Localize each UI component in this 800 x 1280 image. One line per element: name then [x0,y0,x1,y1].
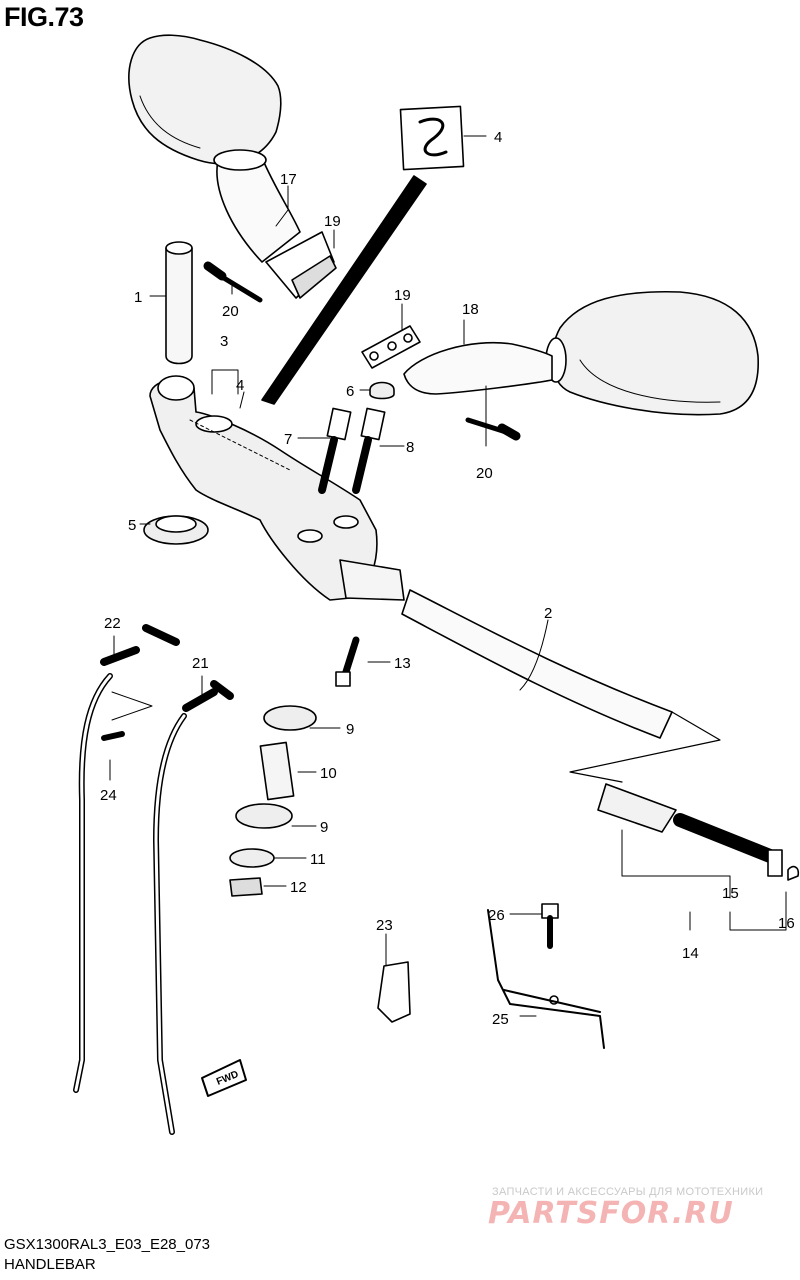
callout-9b: 9 [320,819,328,836]
rubber-9-upper [263,705,317,731]
balancer-weight-part [597,783,800,881]
leader-lines [109,135,787,1017]
diagram-code: GSX1300RAL3_E03_E28_073 [4,1236,211,1253]
handlebar-tube-part [339,559,721,783]
bolt-26-part [541,903,559,949]
figure-title: FIG.73 [4,2,84,32]
callout-4b: 4 [236,377,244,394]
callout-13: 13 [394,655,411,672]
callout-12: 12 [290,879,307,896]
callout-5: 5 [128,517,136,534]
callout-20a: 20 [222,303,239,320]
callout-23: 23 [376,917,393,934]
callout-24: 24 [100,787,117,804]
bolt-20-right [465,417,521,441]
callout-10: 10 [320,765,337,782]
right-mirror-part [361,290,759,416]
callout-1: 1 [134,289,142,306]
watermark-tagline: ЗАПЧАСТИ И АКСЕССУАРЫ ДЛЯ МОТОТЕХНИКИ [492,1186,764,1198]
bolt-20-left [203,261,263,303]
callout-15: 15 [722,885,739,902]
nut-12-part [229,877,263,897]
bracket-25-part [487,909,605,1049]
left-mirror-part [128,34,337,299]
damper-5-part [143,515,209,545]
screw-24-part [101,731,125,741]
callout-26: 26 [488,907,505,924]
callout-7: 7 [284,431,292,448]
callout-3: 3 [220,333,228,350]
bolt-13-part [335,636,360,687]
callout-17: 17 [280,171,297,188]
bolt-8-part [352,407,386,494]
callout-18: 18 [462,301,479,318]
callout-4a: 4 [494,129,502,146]
callout-20b: 20 [476,465,493,482]
callout-16: 16 [778,915,795,932]
callout-labels: 1 2 3 4 4 5 6 7 8 9 9 10 11 12 13 14 15 … [100,129,795,1028]
left-grip-part [165,241,193,365]
clamp-23-part [377,961,411,1023]
diagram-name: HANDLEBAR [4,1256,96,1273]
fwd-arrow [201,1059,247,1097]
callout-6: 6 [346,383,354,400]
callout-2: 2 [544,605,552,622]
bolt-7-part [318,407,352,494]
callout-19a: 19 [324,213,341,230]
rubber-9-lower [235,803,293,829]
pointer-arrow [261,175,427,405]
callout-11: 11 [310,851,326,868]
callout-25: 25 [492,1011,509,1028]
cap-6-part [369,381,395,400]
collar-10-part [259,741,295,801]
callout-8: 8 [406,439,414,456]
throttle-cable-22 [73,624,180,1093]
callout-21: 21 [192,655,209,672]
callout-19b: 19 [394,287,411,304]
throttle-cable-21 [153,680,234,1135]
callout-14: 14 [682,945,699,962]
washer-11-part [229,848,275,868]
callout-22: 22 [104,615,121,632]
handlebar-holder-part [149,375,378,601]
watermark-brand: PARTSFOR.RU [488,1196,734,1231]
emblem-part [399,105,465,171]
callout-9a: 9 [346,721,354,738]
